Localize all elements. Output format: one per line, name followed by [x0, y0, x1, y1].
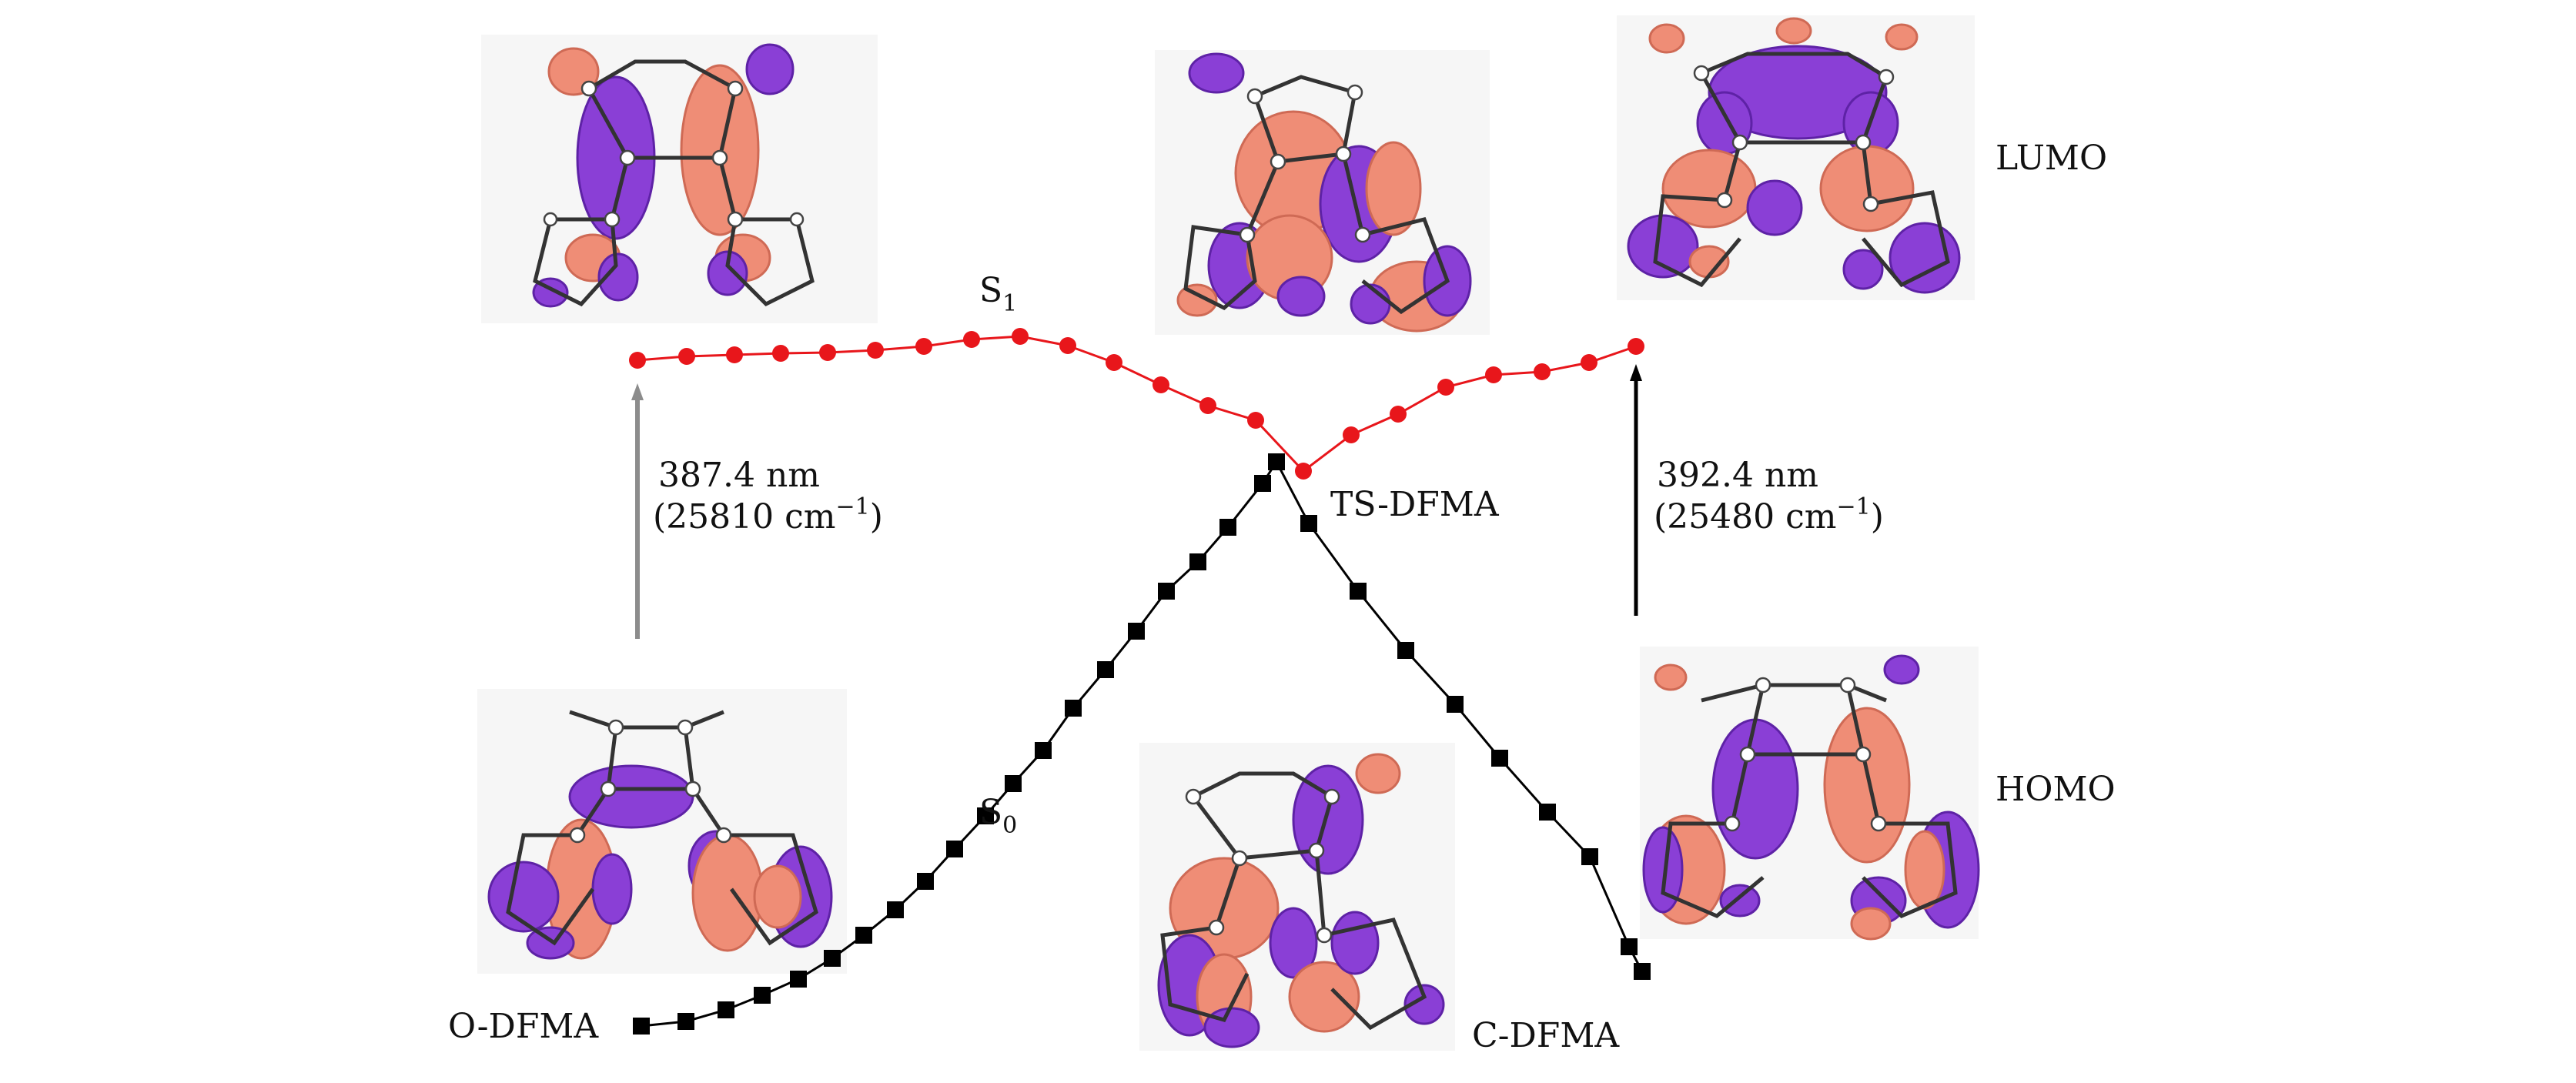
- s1-curve-point: [1485, 366, 1502, 383]
- s1-curve-point: [678, 348, 695, 365]
- s0-curve-point: [1621, 938, 1638, 955]
- s0-curve-point: [1350, 583, 1367, 600]
- s1-curve-line: [637, 335, 1637, 473]
- lumo-label: LUMO: [1996, 139, 2107, 178]
- s0-curve-point: [1397, 642, 1414, 659]
- right-transition-wavelength: 392.4 nm: [1657, 456, 1818, 495]
- s1-curve-point: [1153, 376, 1169, 393]
- s0-state-label: S0: [979, 793, 1017, 839]
- right-transition-wavenumber: (25480 cm−1): [1654, 493, 1884, 536]
- s0-curve-point: [790, 971, 807, 988]
- s0-curve-point: [1539, 804, 1556, 821]
- s0-curve-point: [1491, 750, 1508, 767]
- s1-curve-point: [819, 344, 836, 361]
- s1-curve-point: [726, 346, 743, 363]
- left-transition-arrow: [631, 383, 644, 639]
- homo-label: HOMO: [1996, 770, 2116, 809]
- s0-curve-point: [1128, 623, 1145, 640]
- orbital-image-ts-dfma-homo: [1139, 743, 1455, 1051]
- s0-curve-point: [1581, 848, 1598, 865]
- s0-curve-point: [633, 1018, 650, 1035]
- s1-curve-point: [772, 345, 789, 362]
- s0-curve-point: [718, 1001, 734, 1018]
- s1-potential-curve: [629, 328, 1644, 480]
- s1-curve-point: [1581, 354, 1597, 371]
- o-dfma-label: O-DFMA: [448, 1007, 599, 1046]
- s0-curve-point: [1447, 696, 1464, 713]
- s0-curve-point: [1219, 519, 1236, 536]
- orbital-image-o-dfma-homo: [477, 689, 847, 974]
- s0-curve-point: [946, 841, 963, 857]
- s0-curve-point: [1097, 661, 1114, 678]
- s0-curve-point: [1035, 742, 1052, 759]
- s0-curve-point: [754, 987, 771, 1004]
- s0-curve-point: [1065, 700, 1082, 717]
- orbital-image-c-dfma-homo: [1640, 647, 1980, 941]
- s1-curve-point: [1247, 412, 1264, 429]
- s1-curve-point: [1437, 379, 1454, 396]
- c-dfma-label: C-DFMA: [1472, 1016, 1620, 1055]
- left-transition-wavenumber: (25810 cm−1): [653, 493, 883, 536]
- s1-state-label: S1: [979, 271, 1017, 317]
- s1-curve-point: [1059, 337, 1076, 354]
- s0-curve-point: [977, 807, 994, 824]
- s1-curve-point: [1199, 397, 1216, 414]
- s1-curve-point: [963, 331, 980, 348]
- s0-potential-curve: [633, 453, 1651, 1035]
- s0-curve-point: [677, 1013, 694, 1030]
- right-transition-arrow: [1630, 364, 1642, 616]
- s0-curve-point: [1189, 553, 1206, 570]
- s0-curve-point: [1005, 775, 1022, 792]
- s0-curve-point: [887, 901, 904, 918]
- s0-curve-point: [1300, 515, 1317, 532]
- s1-curve-point: [867, 342, 884, 359]
- s0-curve-point: [1158, 583, 1175, 600]
- s1-curve-point: [915, 338, 932, 355]
- s1-curve-point: [1343, 426, 1360, 443]
- s0-curve-point: [855, 927, 872, 944]
- s0-curve-point: [824, 950, 841, 967]
- orbital-image-c-dfma-lumo: [1617, 15, 1975, 300]
- s0-curve-point: [917, 873, 934, 890]
- s1-curve-point: [1295, 463, 1312, 480]
- s0-curve-point: [1268, 453, 1285, 470]
- ts-dfma-label: TS-DFMA: [1330, 485, 1500, 524]
- s1-curve-point: [1106, 354, 1122, 371]
- left-transition-wavelength: 387.4 nm: [658, 456, 820, 495]
- s1-curve-point: [1390, 406, 1407, 423]
- s0-curve-point: [1634, 963, 1651, 980]
- orbital-image-o-dfma-lumo: [481, 35, 878, 323]
- s1-curve-point: [629, 352, 646, 369]
- s1-curve-point: [1628, 338, 1644, 355]
- s0-curve-point: [1254, 475, 1271, 492]
- orbital-image-ts-dfma-lumo: [1155, 50, 1490, 335]
- s1-curve-point: [1534, 363, 1551, 380]
- s1-curve-point: [1012, 328, 1029, 345]
